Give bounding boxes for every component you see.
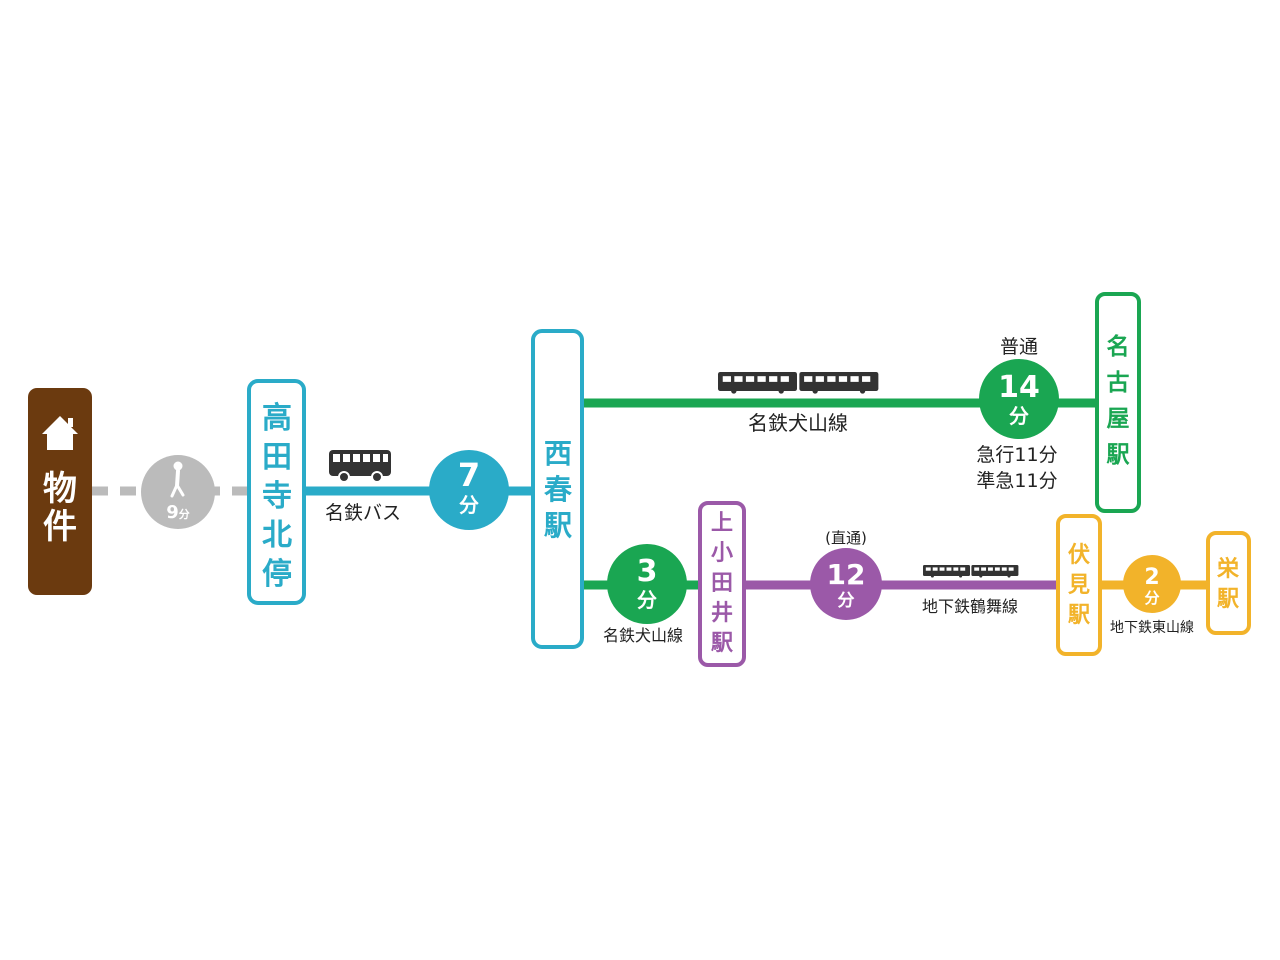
higashiyama-time-badge: 2 分 (1123, 555, 1181, 613)
bus-minutes: 7 (458, 456, 480, 494)
kamiotai-time-badge: 3 分 (607, 544, 687, 624)
bus-unit: 分 (459, 493, 479, 517)
walking-person-icon (170, 461, 185, 498)
origin-box: 物件 (28, 388, 92, 595)
station-kamiotai: 上小田井駅 (698, 501, 746, 667)
higashiyama-line-label: 地下鉄東山線 (1110, 620, 1194, 636)
nagoya-minutes: 14 (998, 370, 1040, 405)
bus-time-badge: 7 分 (429, 450, 509, 530)
station-sakae-label: 栄駅 (1216, 557, 1240, 612)
train-icon (923, 565, 1019, 578)
kamiotai-unit: 分 (637, 588, 657, 612)
bus-icon (329, 450, 391, 483)
tsurumai-service-label: (直通) (825, 529, 867, 547)
bus-line-label: 名鉄バス (325, 502, 401, 524)
express-note: 急行11分 (976, 444, 1057, 466)
tsurumai-unit: 分 (838, 591, 855, 611)
nagoya-service-label: 普通 (1000, 336, 1038, 358)
walk-badge: 9分 (141, 455, 215, 529)
origin-label: 物件 (43, 469, 77, 547)
station-nagoya-label: 名古屋駅 (1107, 333, 1130, 468)
kamiotai-minutes: 3 (637, 554, 658, 589)
nagoya-time-badge: 14 分 (979, 359, 1059, 439)
tsurumai-line-label: 地下鉄鶴舞線 (922, 597, 1018, 616)
station-nishiharu: 西春駅 (531, 329, 584, 649)
station-nagoya: 名古屋駅 (1095, 292, 1141, 513)
station-kamiotai-label: 上小田井駅 (711, 511, 733, 656)
inuyama-kamiotai-line-label: 名鉄犬山線 (603, 626, 683, 645)
semi-express-note: 準急11分 (976, 470, 1057, 492)
higashiyama-unit: 分 (1144, 589, 1159, 607)
higashiyama-minutes: 2 (1144, 565, 1159, 590)
station-fushimi: 伏見駅 (1056, 514, 1102, 656)
nagoya-unit: 分 (1009, 404, 1029, 428)
station-fushimi-label: 伏見駅 (1068, 542, 1090, 628)
station-takada-label: 高田寺北停 (262, 401, 292, 592)
walk-unit: 分 (179, 507, 190, 521)
inuyama-nagoya-line-label: 名鉄犬山線 (748, 411, 848, 435)
house-icon (42, 416, 78, 450)
station-nishiharu-label: 西春駅 (544, 437, 572, 542)
station-takada: 高田寺北停 (247, 379, 306, 605)
tsurumai-time-badge: 12 分 (810, 548, 882, 620)
walk-time: 9分 (166, 502, 190, 523)
tsurumai-minutes: 12 (827, 558, 866, 591)
station-sakae: 栄駅 (1206, 531, 1251, 635)
walk-minutes: 9 (166, 502, 179, 523)
train-icon (718, 372, 879, 394)
